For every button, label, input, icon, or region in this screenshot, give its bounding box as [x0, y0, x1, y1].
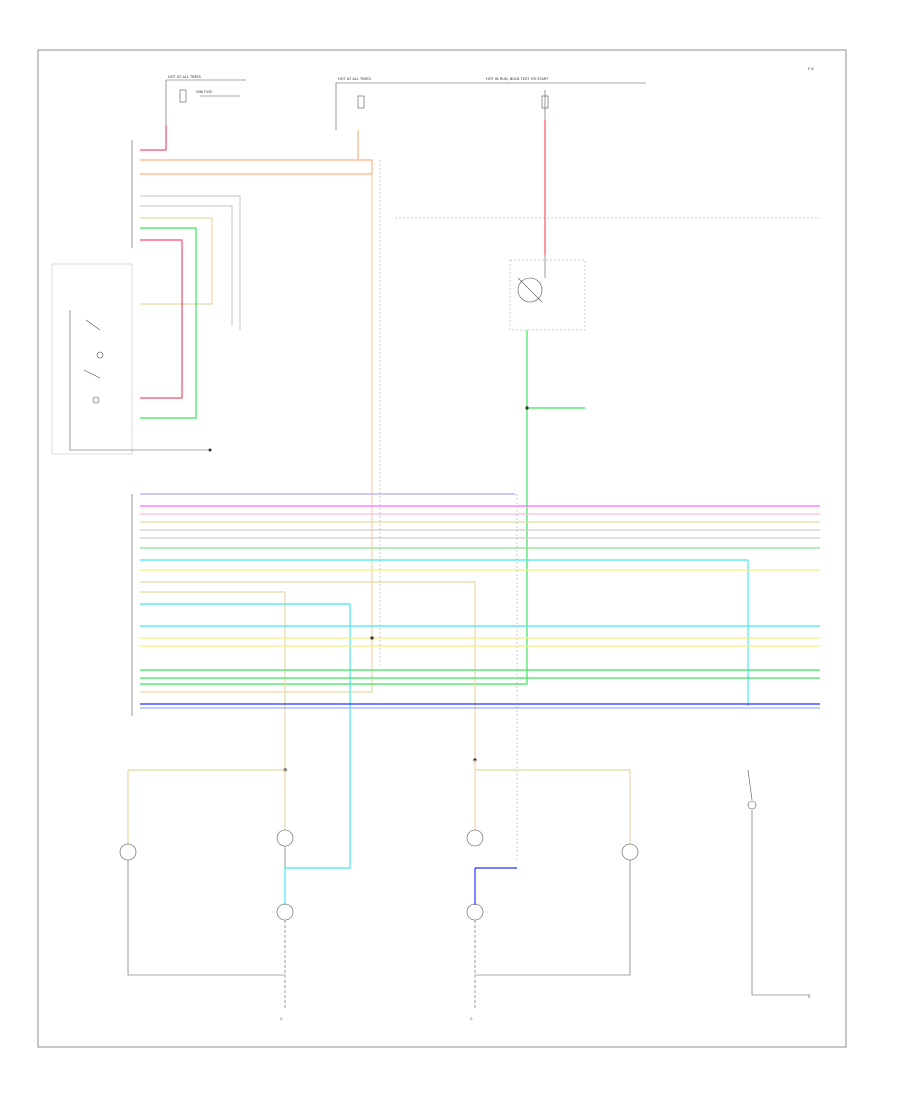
reference-lines	[379, 160, 820, 860]
wire-switch-bundle	[140, 195, 241, 419]
panel-dimmer-control	[509, 255, 586, 331]
wire-green-vertical	[140, 330, 585, 685]
wire-red-battery	[140, 125, 167, 151]
splices	[283, 406, 529, 772]
right-front-turn-lamp	[466, 903, 484, 1010]
left-front-park-lamp	[119, 769, 285, 976]
corner-label: F-4	[808, 67, 814, 71]
svg-text:G: G	[280, 1017, 283, 1021]
ground-points: G G G	[280, 995, 811, 1021]
wire-tan-vertical	[140, 174, 373, 693]
right-front-sidemarker-lamp	[466, 760, 517, 905]
fuse-box-right: HOT AT ALL TIMES HOT IN RUN, BULB TEST O…	[335, 77, 646, 130]
right-front-park-lamp	[475, 769, 639, 976]
fuse-box-left: HOT AT ALL TIMES MINI FUSE	[165, 75, 246, 125]
svg-text:HOT AT ALL TIMES: HOT AT ALL TIMES	[168, 75, 202, 79]
svg-text:G: G	[470, 1017, 473, 1021]
wire-bus	[140, 493, 820, 869]
svg-text:G: G	[808, 995, 811, 999]
connector-column-left	[51, 140, 133, 716]
heater-control-lamp	[747, 769, 810, 996]
svg-text:MINI FUSE: MINI FUSE	[196, 90, 212, 94]
wire-orange-feed	[140, 130, 373, 175]
svg-text:HOT AT ALL TIMES: HOT AT ALL TIMES	[338, 77, 372, 81]
left-front-turn-lamp	[276, 868, 294, 1010]
headlamp-switch	[69, 310, 212, 452]
svg-text:HOT IN RUN, BULB TEST OR START: HOT IN RUN, BULB TEST OR START	[486, 77, 549, 81]
